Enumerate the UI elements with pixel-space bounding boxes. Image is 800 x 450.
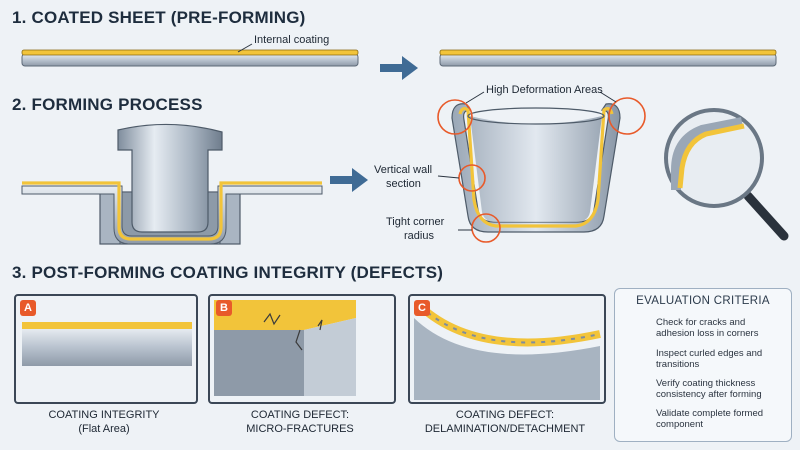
forming-punch <box>117 123 223 233</box>
section-1-title: 1. COATED SHEET (PRE-FORMING) <box>12 8 306 27</box>
internal-coating-leader <box>237 43 253 53</box>
coated-sheet-left <box>21 49 359 67</box>
section-2-title: 2. FORMING PROCESS <box>12 95 203 114</box>
caption-c-line1: COATING DEFECT: <box>455 409 555 421</box>
badge-b: B <box>216 300 232 316</box>
caption-c: COATING DEFECT: DELAMINATION/DETACHMENT <box>408 408 602 436</box>
caption-a-line1: COATING INTEGRITY <box>48 409 160 421</box>
vertical-wall-label-line2: section <box>386 178 421 190</box>
magnifier-icon <box>664 108 789 241</box>
caption-b-line1: COATING DEFECT: <box>250 409 350 421</box>
criterion-2: Inspect curled edges and transitions <box>656 348 763 370</box>
badge-c: C <box>414 300 430 316</box>
arrow-1 <box>380 56 418 80</box>
arrow-2 <box>330 168 368 192</box>
defect-panel-b <box>208 294 396 404</box>
criterion-4: Validate complete formed component <box>656 408 764 430</box>
panel-c-graphic <box>414 303 601 400</box>
caption-b: COATING DEFECT: MICRO-FRACTURES <box>208 408 392 436</box>
vertical-wall-label-line1: Vertical wall <box>374 164 433 176</box>
criterion-1: Check for cracks and adhesion loss in co… <box>656 317 759 339</box>
badge-a: A <box>20 300 36 316</box>
evaluation-criteria-box: EVALUATION CRITERIA <box>614 288 792 442</box>
section-3-title: 3. POST-FORMING COATING INTEGRITY (DEFEC… <box>12 263 444 282</box>
defect-panel-c <box>408 294 606 404</box>
forming-die <box>21 181 323 245</box>
caption-a: COATING INTEGRITY (Flat Area) <box>14 408 194 436</box>
tight-corner-label-line2: radius <box>404 230 434 242</box>
formed-cup <box>451 103 621 233</box>
internal-coating-label: Internal coating <box>254 34 330 46</box>
criterion-3: Verify coating thickness consistency aft… <box>656 378 762 400</box>
panel-b-graphic <box>214 300 356 396</box>
evaluation-title: EVALUATION CRITERIA <box>636 295 770 307</box>
caption-b-line2: MICRO-FRACTURES <box>246 423 354 435</box>
caption-c-line2: DELAMINATION/DETACHMENT <box>424 423 586 435</box>
defect-panel-a <box>14 294 198 404</box>
coated-sheet-right <box>439 49 777 67</box>
panel-a-graphic <box>22 322 192 366</box>
high-deformation-markers <box>437 91 646 243</box>
caption-a-line2: (Flat Area) <box>78 423 130 435</box>
tight-corner-label-line1: Tight corner <box>386 216 445 228</box>
high-deformation-label: High Deformation Areas <box>486 84 603 96</box>
